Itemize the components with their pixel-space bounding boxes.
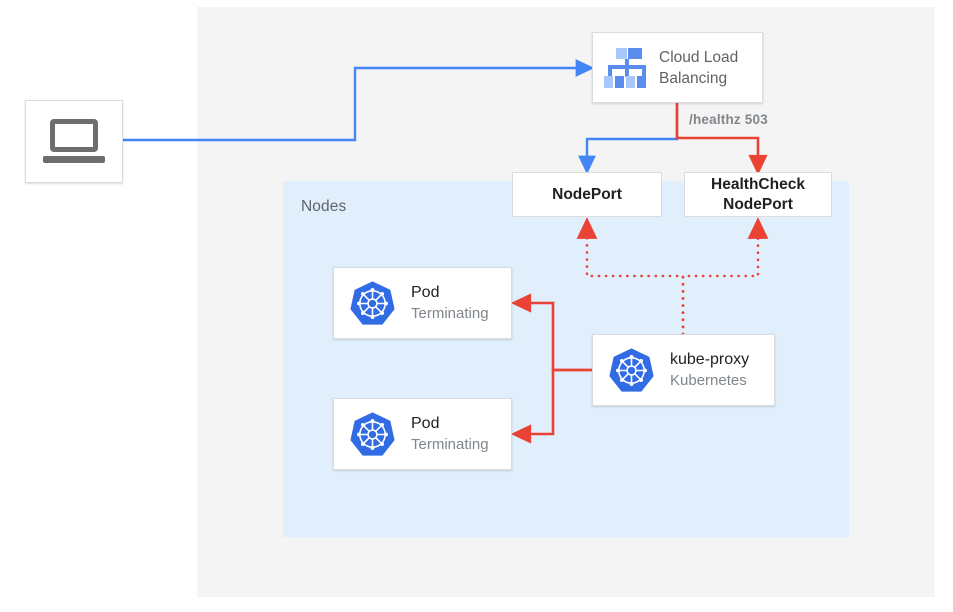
healthcheck-nodeport-label-line2: NodePort (723, 195, 793, 213)
healthz-edge-label: /healthz 503 (689, 112, 768, 127)
nodeport-box: NodePort (512, 172, 662, 217)
pod-title: Pod (411, 284, 440, 301)
kubernetes-icon (350, 411, 395, 456)
kubernetes-icon (609, 347, 654, 392)
kubernetes-icon (350, 280, 395, 325)
kube-proxy-card: kube-proxy Kubernetes (592, 334, 775, 406)
pod-status: Terminating (411, 436, 489, 453)
healthcheck-nodeport-label-line1: HealthCheck (711, 175, 805, 193)
pod-card: Pod Terminating (333, 398, 512, 470)
kube-proxy-title: kube-proxy (670, 351, 750, 368)
clb-label-line2: Balancing (659, 69, 728, 87)
client-card (25, 100, 123, 183)
laptop-icon (43, 118, 105, 165)
pod-title: Pod (411, 415, 440, 432)
kube-proxy-subtitle: Kubernetes (670, 372, 747, 389)
nodes-region-label: Nodes (301, 198, 347, 215)
cloud-load-balancing-label: Cloud Load Balancing (659, 47, 738, 89)
nodeport-label: NodePort (552, 185, 622, 203)
cloud-load-balancing-card: Cloud Load Balancing (592, 32, 763, 103)
healthcheck-nodeport-box: HealthCheck NodePort (684, 172, 832, 217)
clb-label-line1: Cloud Load (659, 48, 739, 66)
pod-status: Terminating (411, 305, 489, 322)
pod-card: Pod Terminating (333, 267, 512, 339)
cloud-load-balancing-icon (604, 47, 648, 88)
